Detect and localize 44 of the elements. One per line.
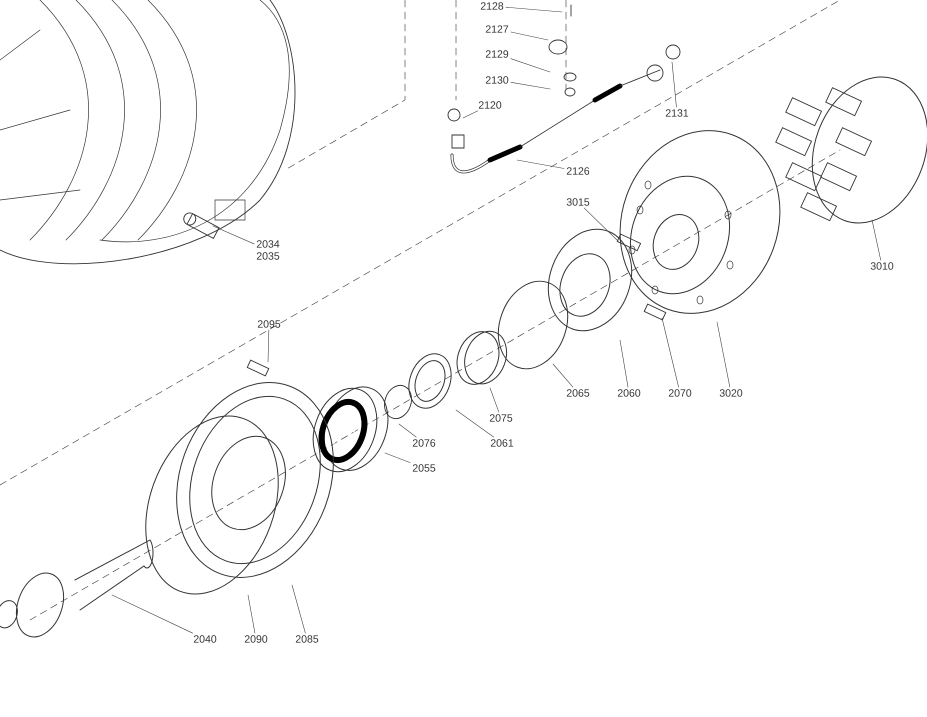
callout-number: 2040 <box>194 635 216 643</box>
leader-line <box>212 226 254 244</box>
leader-line <box>662 318 679 388</box>
leader-line <box>510 32 548 40</box>
leader-line <box>716 322 730 388</box>
leader-line <box>552 364 574 388</box>
leader-line <box>584 208 618 242</box>
leader-line <box>620 340 628 388</box>
leader-line <box>268 330 270 362</box>
leader-line <box>490 388 500 412</box>
callout-number: 2095 <box>258 320 280 328</box>
leader-line <box>292 584 306 634</box>
leader-line <box>398 424 417 438</box>
leader-line <box>872 220 882 260</box>
leader-line <box>516 160 564 169</box>
callout-number: 2131 <box>666 109 688 117</box>
callout-number: 2130 <box>486 76 508 84</box>
callout-number: 2128 <box>480 2 504 10</box>
callout-number: 2120 <box>478 101 502 109</box>
leader-line <box>510 58 550 72</box>
callout-number: 3010 <box>870 262 894 270</box>
callout-number: 2075 <box>490 414 512 422</box>
callout-number: 2060 <box>618 389 640 397</box>
callout-number: 2085 <box>296 635 318 643</box>
callout-number: 3020 <box>720 389 742 397</box>
callout-number: 2065 <box>566 389 590 397</box>
leader-line <box>384 452 410 463</box>
leader-line <box>506 6 562 12</box>
callout-number: 2034 2035 <box>256 240 280 260</box>
leader-line <box>672 62 677 108</box>
leader-line <box>462 110 478 118</box>
callout-number: 2061 <box>490 439 514 447</box>
callout-number: 2126 <box>566 167 590 175</box>
leader-line <box>456 410 494 438</box>
callout-number: 2076 <box>412 439 436 447</box>
callout-number: 2129 <box>486 50 508 58</box>
callout-number: 2127 <box>486 25 508 33</box>
callout-number: 2070 <box>668 389 692 397</box>
callout-number: 2090 <box>244 635 268 643</box>
callout-number: 2055 <box>412 464 436 472</box>
leader-line <box>248 594 256 634</box>
callout-number: 3015 <box>566 198 590 206</box>
leader-line <box>112 594 193 634</box>
leader-line <box>510 82 550 90</box>
